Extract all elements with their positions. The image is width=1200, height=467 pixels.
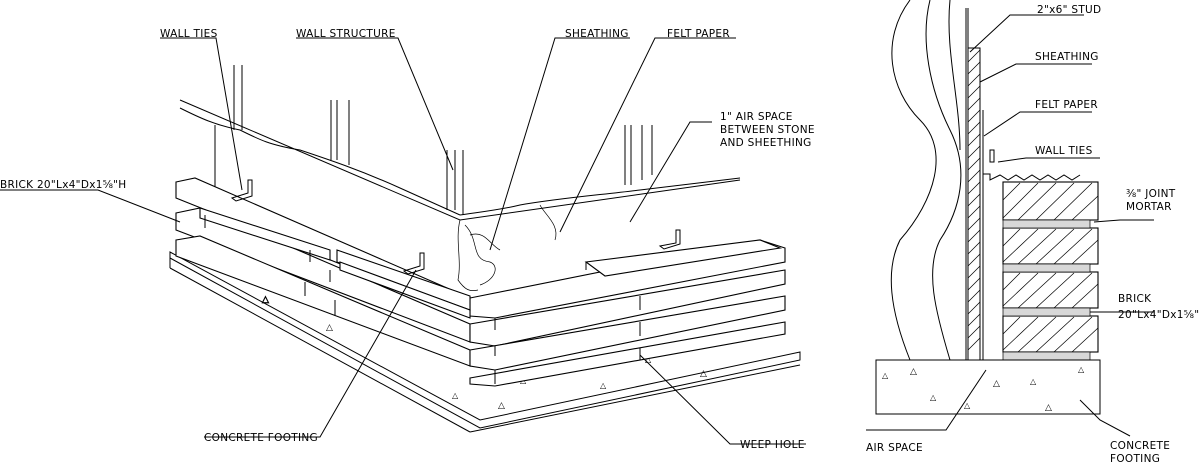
svg-text:△: △ bbox=[326, 323, 333, 333]
label-wall-ties-right: WALL TIES bbox=[1035, 145, 1093, 157]
leader-lines-right bbox=[866, 14, 1154, 437]
sheathing-board bbox=[967, 47, 984, 361]
brick-courses-left bbox=[175, 177, 471, 367]
svg-text:△: △ bbox=[930, 393, 937, 402]
svg-text:△: △ bbox=[910, 367, 917, 377]
svg-text:△: △ bbox=[600, 381, 607, 390]
label-air-space-line3: AND SHEETHING bbox=[720, 137, 812, 149]
label-brick-right-line1: BRICK bbox=[1118, 293, 1152, 305]
label-brick-right-line2: 20"Lx4"Dx1⅝"H bbox=[1118, 309, 1200, 321]
svg-text:△: △ bbox=[882, 371, 889, 380]
section-view: △ △ △ △ △ △ △ △ 2"x6" STUD SHEATHING FEL… bbox=[866, 0, 1200, 465]
label-stud: 2"x6" STUD bbox=[1037, 4, 1101, 16]
label-sheathing-right: SHEATHING bbox=[1035, 51, 1099, 63]
label-footing-right-line2: FOOTING bbox=[1110, 453, 1160, 465]
label-wall-ties: WALL TIES bbox=[160, 28, 218, 40]
mortar-joint bbox=[1002, 219, 1091, 229]
mortar-joint bbox=[1002, 351, 1091, 361]
svg-text:△: △ bbox=[964, 401, 971, 410]
leader-lines-left bbox=[0, 37, 806, 445]
wall-studs bbox=[233, 65, 653, 215]
label-air-space-line1: 1" AIR SPACE bbox=[720, 111, 793, 123]
label-felt-paper-right: FELT PAPER bbox=[1035, 99, 1098, 111]
concrete-footing-slab: △ △ △ △ △ △ △ △ bbox=[169, 251, 801, 433]
label-joint-line1: ⅜" JOINT bbox=[1126, 188, 1176, 200]
svg-text:△: △ bbox=[498, 401, 505, 411]
stud-wood-grain bbox=[890, 0, 969, 361]
label-sheathing: SHEATHING bbox=[565, 28, 629, 40]
brick-courses-right bbox=[336, 239, 786, 387]
label-brick-left: BRICK 20"Lx4"Dx1⅝"H bbox=[0, 179, 127, 191]
svg-text:△: △ bbox=[262, 295, 269, 305]
wall-tie-section bbox=[983, 149, 1081, 181]
svg-text:△: △ bbox=[993, 379, 1000, 389]
mortar-joint bbox=[1002, 307, 1091, 317]
label-air-space-right: AIR SPACE bbox=[866, 442, 923, 454]
svg-text:△: △ bbox=[1078, 365, 1085, 374]
wall-tie-brackets bbox=[230, 179, 681, 275]
label-weep-hole: WEEP HOLE bbox=[740, 439, 805, 451]
mortar-joint bbox=[1002, 263, 1091, 273]
label-air-space-line2: BETWEEN STONE bbox=[720, 124, 815, 136]
label-felt-paper: FELT PAPER bbox=[667, 28, 730, 40]
svg-text:△: △ bbox=[452, 391, 459, 400]
label-concrete-footing: CONCRETE FOOTING bbox=[204, 432, 318, 444]
svg-text:△: △ bbox=[700, 369, 707, 379]
label-wall-structure: WALL STRUCTURE bbox=[296, 28, 396, 40]
label-footing-right-line1: CONCRETE bbox=[1110, 440, 1170, 452]
svg-text:△: △ bbox=[1045, 403, 1052, 413]
footing-section: △ △ △ △ △ △ △ △ bbox=[875, 359, 1101, 415]
label-joint-line2: MORTAR bbox=[1126, 201, 1172, 213]
svg-text:△: △ bbox=[1030, 377, 1037, 386]
brick-stack-section bbox=[1002, 181, 1099, 361]
isometric-view: △ △ △ △ △ △ △ △ bbox=[0, 28, 815, 451]
svg-text:△: △ bbox=[645, 355, 652, 364]
